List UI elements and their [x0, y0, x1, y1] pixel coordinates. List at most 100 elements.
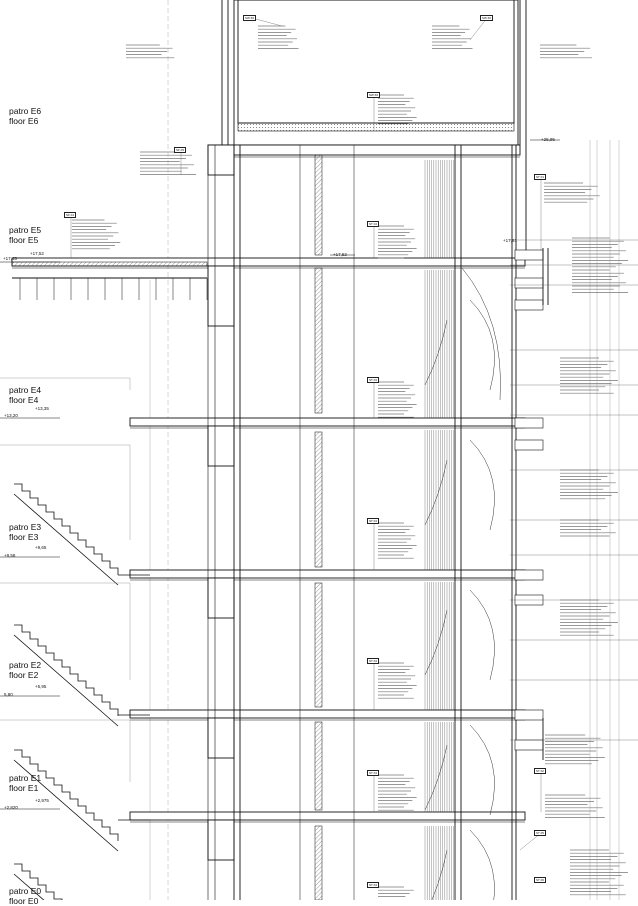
element-tag: ST 04	[367, 518, 379, 524]
floor-label-cz: patro E6	[9, 106, 42, 116]
floor-label-cz: patro E4	[9, 385, 42, 395]
annotation-leader	[469, 17, 488, 41]
floor-label-en: floor E4	[9, 395, 39, 405]
floor-label-e3: patro E3 floor E3	[9, 522, 41, 542]
floor-label-e4: patro E4 floor E4	[9, 385, 41, 405]
curved-fin	[469, 724, 495, 816]
stairs	[0, 377, 150, 900]
curved-fin	[469, 439, 495, 531]
level-marker: +25,95	[541, 137, 555, 142]
stair-underside	[13, 634, 119, 727]
facade-bracket	[514, 709, 544, 721]
facade-bracket	[514, 739, 544, 751]
annotation-text-lines	[72, 25, 628, 897]
shaft-hatch	[314, 582, 323, 708]
curved-fin	[424, 744, 448, 811]
floor-slab	[129, 811, 526, 821]
level-marker: +17,52	[333, 252, 347, 257]
floor-label-cz: patro E0	[9, 886, 42, 896]
level-marker: +2,975	[35, 798, 49, 803]
annotation-leader	[251, 17, 283, 27]
floor-slab	[207, 144, 521, 156]
facade-bracket	[514, 249, 544, 261]
level-marker: +17,45	[3, 256, 17, 261]
curved-fin	[461, 267, 501, 401]
element-tag: SW 60	[480, 15, 494, 21]
level-marker: +17,81	[503, 238, 517, 243]
hatch-fills	[11, 122, 515, 900]
stair-steps	[14, 624, 119, 716]
floor-slab	[129, 417, 526, 427]
drop-beam	[207, 819, 235, 861]
floor-label-e6: patro E6 floor E6	[9, 106, 41, 126]
curved-fin	[469, 299, 495, 391]
facade-glass	[424, 160, 501, 900]
level-marker: +9,65	[35, 545, 47, 550]
curved-fin	[469, 829, 495, 900]
stair-steps	[14, 749, 119, 841]
curved-fin	[424, 609, 448, 676]
element-tag: SW 60	[243, 15, 257, 21]
floor-slab	[129, 569, 526, 579]
facade-bracket	[514, 569, 544, 581]
drop-beam	[207, 717, 235, 759]
drop-beam	[207, 144, 235, 176]
drop-beam	[207, 425, 235, 467]
stair-steps	[14, 483, 119, 575]
element-tag: SF 04	[64, 212, 77, 218]
floor-label-en: floor E1	[9, 783, 39, 793]
stair-enclosure	[0, 719, 131, 782]
level-marker: +5,95	[35, 684, 47, 689]
shaft-hatch	[314, 721, 323, 811]
level-marker: +17,52	[30, 251, 44, 256]
floor-label-en: floor E0	[9, 896, 39, 906]
floor-label-cz: patro E3	[9, 522, 42, 532]
stair-underside	[13, 493, 119, 586]
element-tag: ST 01	[534, 174, 546, 180]
level-marker: +9,58	[4, 553, 16, 558]
stair-steps	[14, 863, 63, 900]
element-tag: ST 04	[367, 377, 379, 383]
roof-box-inner	[237, 0, 515, 124]
facade-bracket	[514, 439, 544, 451]
floor-label-cz: patro E1	[9, 773, 42, 783]
element-tag: ST 04	[367, 882, 379, 888]
shaft-hatch	[314, 825, 323, 900]
element-tag: SF 05	[174, 147, 187, 153]
level-marker: 5,80	[4, 692, 13, 697]
facade-bracket	[514, 277, 544, 289]
curved-fin	[431, 849, 448, 900]
level-marker: +13,35	[35, 406, 49, 411]
floor-label-en: floor E2	[9, 670, 39, 680]
facade-bracket	[514, 417, 544, 429]
floor-slab	[129, 709, 526, 719]
roof-insulation	[237, 122, 515, 132]
floor-label-en: floor E6	[9, 116, 39, 126]
element-tag: ST 04	[367, 658, 379, 664]
floor-label-cz: patro E2	[9, 660, 42, 670]
curved-fin	[424, 459, 448, 526]
floor-label-e0: patro E0 floor E0	[9, 886, 41, 906]
stair-underside	[13, 759, 119, 852]
stair-underside	[13, 873, 45, 900]
element-tag: ST 05	[534, 830, 546, 836]
shaft-hatch	[314, 431, 323, 568]
floor-label-en: floor E5	[9, 235, 39, 245]
floor-label-cz: patro E5	[9, 225, 42, 235]
element-tag: SW 60	[367, 92, 381, 98]
level-marker: +2,820	[4, 805, 18, 810]
floor-label-e5: patro E5 floor E5	[9, 225, 41, 245]
balcony-finish	[11, 261, 208, 267]
curved-fin	[469, 589, 495, 681]
curved-fin	[424, 319, 448, 386]
stair-enclosure	[0, 377, 131, 390]
element-tag: ST 04	[367, 221, 379, 227]
annotation-leaders	[70, 17, 638, 851]
floor-label-en: floor E3	[9, 532, 39, 542]
shaft-hatch	[314, 267, 323, 414]
element-tag: ST 06	[534, 877, 546, 883]
facade-bracket	[514, 299, 544, 311]
structure	[0, 0, 560, 900]
floor-label-e2: patro E2 floor E2	[9, 660, 41, 680]
